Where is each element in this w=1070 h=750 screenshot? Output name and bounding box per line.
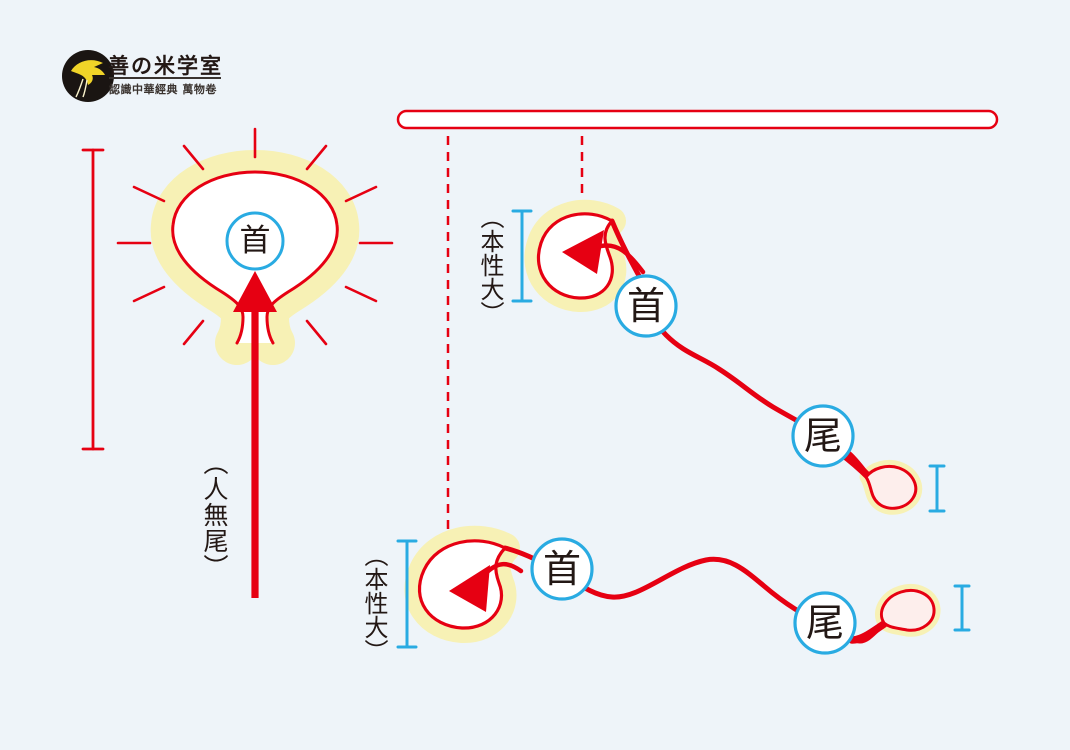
ray bbox=[344, 285, 378, 303]
stroke-bottom-direction-arrow-icon bbox=[449, 565, 490, 612]
bird-tail-feather bbox=[75, 78, 84, 98]
stroke-top-head-label: 首 bbox=[626, 284, 665, 328]
ray bbox=[305, 144, 328, 171]
stroke-bottom-annotation: （本性大） bbox=[360, 543, 388, 663]
stroke-bottom-tail-measure bbox=[953, 584, 971, 632]
balloon-head-circle bbox=[225, 211, 285, 271]
logo-subtitle: 認識中華經典 萬物卷 bbox=[109, 83, 217, 96]
stroke-top-annotation: （本性大） bbox=[476, 205, 504, 325]
balloon-head-label: 首 bbox=[239, 223, 271, 259]
logo-underline bbox=[109, 77, 221, 79]
stroke-bottom-tail-label: 尾 bbox=[805, 601, 844, 645]
ray bbox=[305, 319, 328, 346]
top-guide-bar bbox=[396, 109, 999, 130]
ray bbox=[182, 319, 205, 346]
stroke-bottom-head-label: 首 bbox=[542, 547, 581, 591]
ray bbox=[344, 185, 378, 203]
stroke-bottom-tail-circle bbox=[793, 591, 857, 655]
balloon-measure-line bbox=[81, 148, 105, 451]
ray bbox=[132, 285, 166, 303]
logo-mark bbox=[62, 50, 114, 102]
ray bbox=[182, 144, 205, 171]
stroke-top-head-measure bbox=[511, 209, 533, 303]
stroke-top-tail-circle bbox=[791, 404, 855, 468]
logo-title: 善の米学室 bbox=[108, 54, 223, 78]
up-arrow bbox=[233, 271, 277, 598]
stroke-top-entry-hook bbox=[598, 243, 646, 275]
stroke-bottom-head-circle bbox=[530, 537, 594, 601]
stroke-top-tail-label: 尾 bbox=[803, 414, 842, 458]
stroke-top-tail-teardrop bbox=[864, 464, 918, 510]
ray bbox=[132, 185, 166, 203]
balloon-annotation: （人無尾） bbox=[200, 450, 229, 580]
stroke-top-direction-arrow-icon bbox=[562, 230, 604, 274]
stroke-bottom-head-measure bbox=[396, 539, 418, 649]
balloon-rays bbox=[116, 127, 394, 346]
stroke-top-tail-measure bbox=[928, 464, 946, 513]
stroke-top-head-circle bbox=[614, 274, 678, 338]
swallow-bird-icon bbox=[71, 60, 105, 85]
stroke-bottom-tail-teardrop bbox=[879, 589, 936, 632]
stroke-bottom-path-taper bbox=[848, 620, 888, 644]
bird-tail-feather bbox=[82, 79, 88, 98]
